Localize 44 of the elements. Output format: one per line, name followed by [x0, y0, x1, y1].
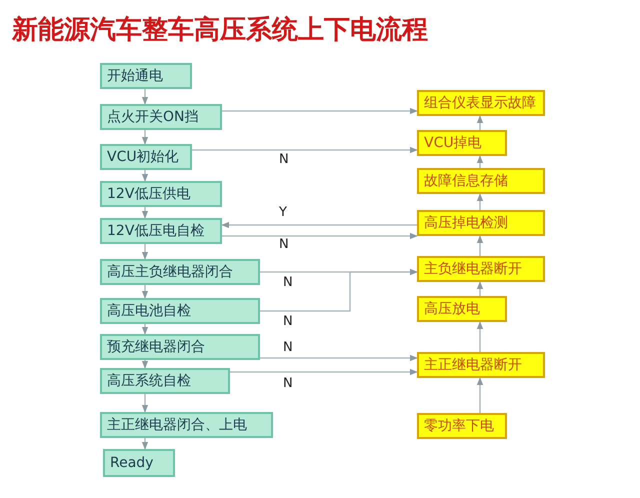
- arrow: [221, 222, 417, 228]
- arrow: [260, 354, 418, 362]
- process-box: 开始通电: [100, 63, 192, 89]
- process-box: 12V低压电自检: [100, 218, 222, 244]
- fault-step-box: 故障信息存储: [417, 168, 545, 194]
- arrow: [142, 89, 148, 105]
- arrow: [142, 324, 148, 335]
- arrow: [476, 281, 484, 296]
- arrow: [476, 377, 484, 413]
- process-box: 高压电池自检: [100, 298, 260, 324]
- arrow: [260, 268, 418, 312]
- arrow: [142, 130, 148, 145]
- arrow: [222, 108, 418, 114]
- process-box: 高压系统自检: [100, 368, 230, 394]
- arrow: [142, 438, 148, 450]
- arrow: [142, 244, 148, 260]
- arrow: [142, 394, 148, 413]
- title: 新能源汽车整车高压系统上下电流程: [12, 14, 428, 47]
- fault-step-box: 高压放电: [417, 296, 507, 322]
- fault-step-box: 零功率下电: [417, 413, 507, 439]
- arrow: [142, 207, 148, 219]
- arrow: [476, 115, 484, 130]
- fault-step-box: 组合仪表显示故障: [417, 90, 545, 116]
- arrow: [142, 170, 148, 182]
- process-box: 主正继电器闭合、上电: [100, 412, 273, 438]
- arrow: [476, 155, 484, 168]
- fault-step-box: 高压掉电检测: [417, 210, 545, 236]
- arrow: [476, 235, 484, 256]
- arrow: [476, 321, 484, 352]
- fault-step-box: VCU掉电: [417, 130, 507, 156]
- arrow: [230, 368, 418, 376]
- process-box: 高压主负继电器闭合: [100, 259, 260, 285]
- arrow: [142, 285, 148, 299]
- arrow: [476, 193, 484, 210]
- process-box: VCU初始化: [100, 144, 192, 170]
- arrow: [192, 146, 418, 154]
- arrow: [222, 232, 418, 240]
- process-box: 12V低压供电: [100, 181, 222, 207]
- fault-step-box: 主正继电器断开: [417, 352, 545, 378]
- fault-step-box: 主负继电器断开: [417, 256, 545, 282]
- process-box: 预充继电器闭合: [100, 334, 260, 360]
- process-box: Ready: [103, 449, 175, 477]
- arrow: [142, 360, 148, 369]
- process-box: 点火开关ON挡: [100, 104, 222, 130]
